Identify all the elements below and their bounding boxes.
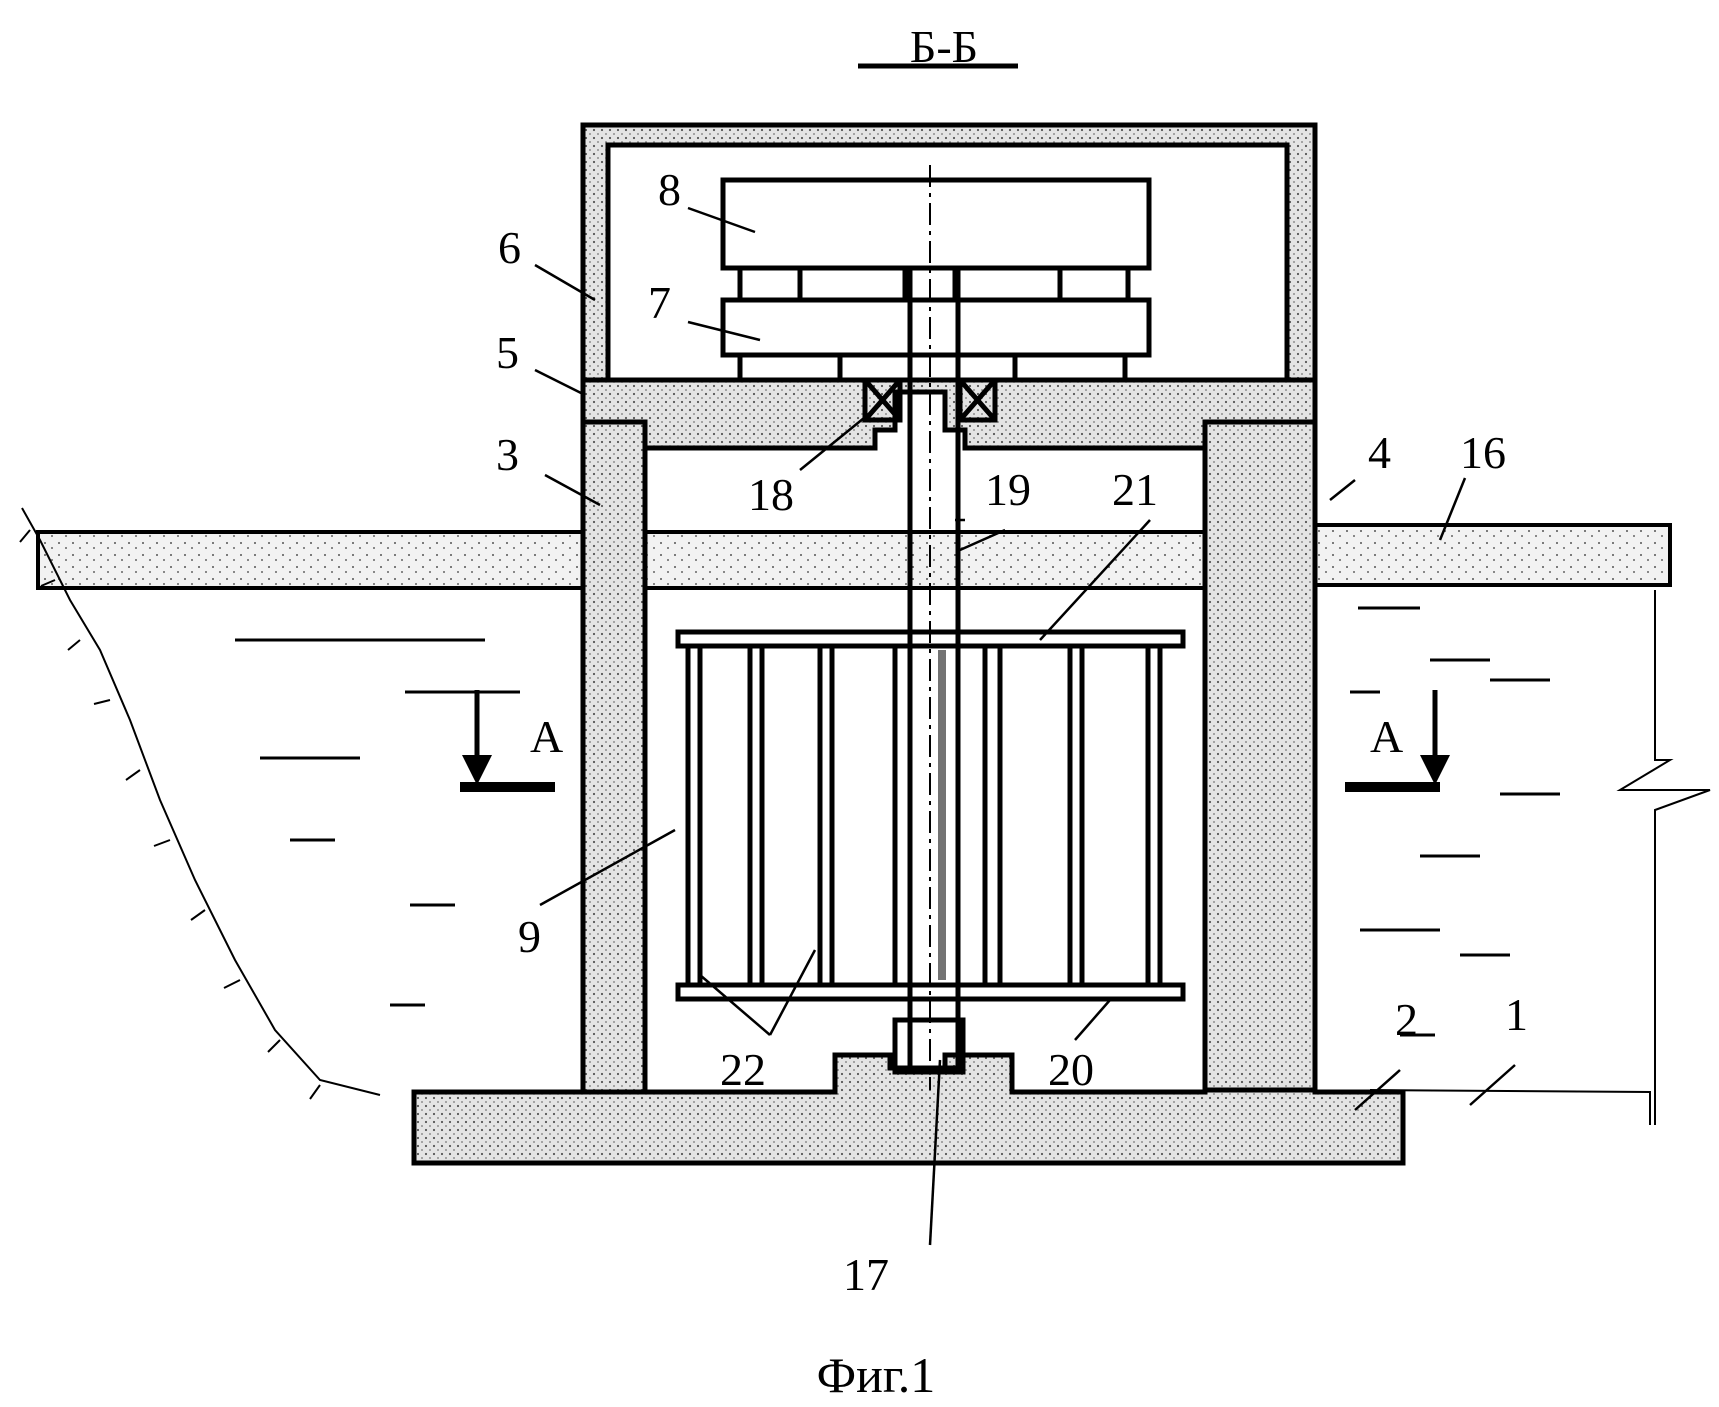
disc-7	[723, 300, 1149, 355]
wall-4	[1205, 422, 1315, 1090]
water-right	[1350, 608, 1560, 1035]
housing-6	[583, 125, 1315, 380]
figure-caption: Фиг.1	[817, 1347, 936, 1403]
label-7: 7	[648, 277, 671, 328]
label-3: 3	[496, 429, 519, 480]
label-16: 16	[1460, 427, 1506, 478]
label-4: 4	[1368, 427, 1391, 478]
label-1: 1	[1505, 989, 1528, 1040]
deck-16	[38, 525, 1670, 588]
right-bank-line	[1370, 1090, 1650, 1125]
slab-5	[583, 380, 1315, 448]
lower-spacers	[740, 355, 1125, 380]
wall-3	[583, 422, 645, 1092]
label-17: 17	[843, 1249, 889, 1300]
label-9: 9	[518, 911, 541, 962]
section-arrow-right-label: А	[1370, 711, 1403, 762]
break-line	[1620, 590, 1710, 1125]
left-bank	[20, 508, 380, 1099]
label-6: 6	[498, 222, 521, 273]
label-2: 2	[1395, 994, 1418, 1045]
spacers	[740, 268, 1128, 300]
section-arrow-left-label: А	[530, 711, 563, 762]
leader-lines	[535, 208, 1515, 1245]
label-22: 22	[720, 1044, 766, 1095]
generator-8	[723, 180, 1149, 268]
label-20: 20	[1048, 1044, 1094, 1095]
label-5: 5	[496, 327, 519, 378]
label-8: 8	[658, 164, 681, 215]
label-19: 19	[985, 464, 1031, 515]
label-18: 18	[748, 469, 794, 520]
label-21: 21	[1112, 464, 1158, 515]
